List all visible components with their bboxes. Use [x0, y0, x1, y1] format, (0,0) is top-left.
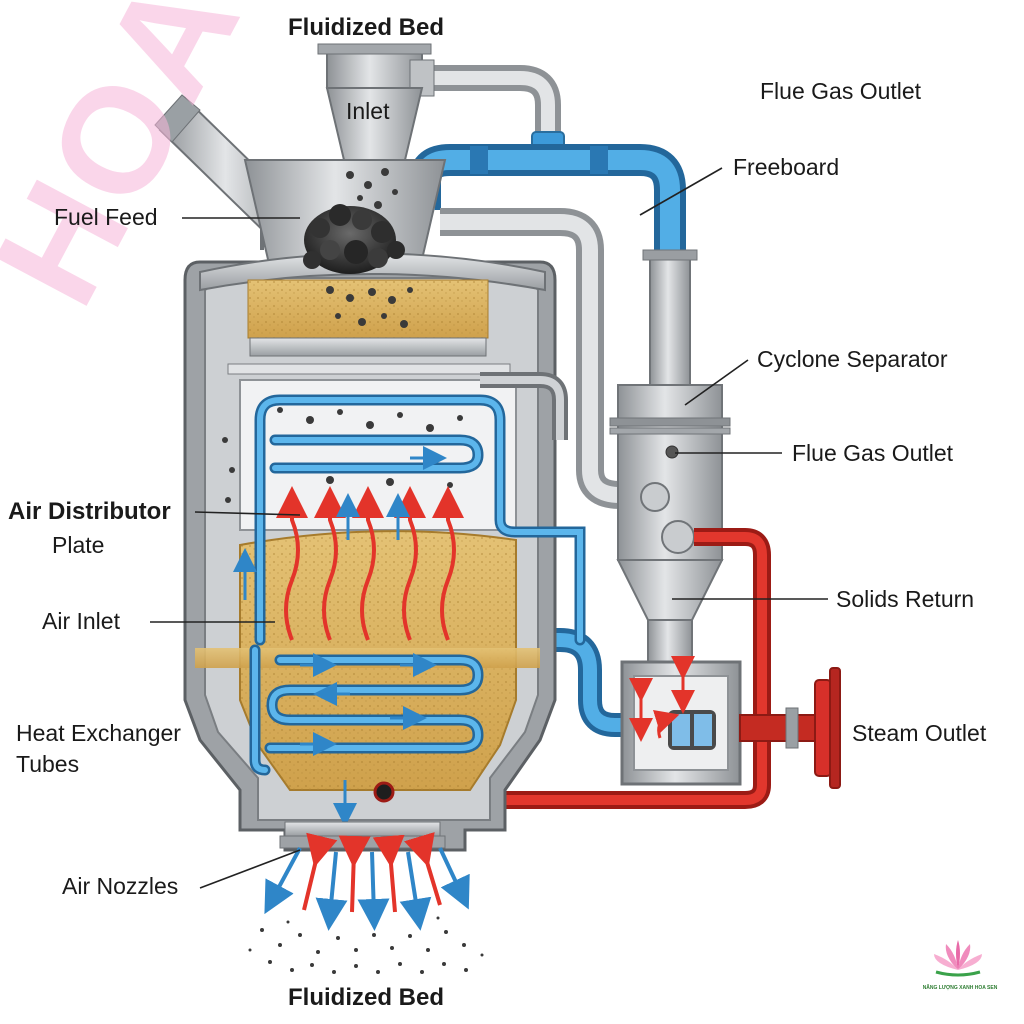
label-inlet: Inlet	[346, 98, 390, 124]
air-nozzle-plate	[279, 821, 446, 849]
label-fluidized-bed-top: Fluidized Bed	[288, 14, 444, 41]
heat-exchanger-tubes	[249, 394, 586, 776]
label-flue-gas-outlet-mid: Flue Gas Outlet	[792, 440, 954, 466]
label-fuel-feed: Fuel Feed	[54, 204, 158, 230]
cyclone-separator	[609, 249, 731, 666]
label-solids-return: Solids Return	[836, 586, 975, 612]
label-steam-outlet: Steam Outlet	[852, 720, 987, 746]
label-air-inlet: Air Inlet	[42, 608, 120, 634]
logo-text: NĂNG LƯỢNG XANH HOA SEN	[922, 985, 998, 991]
bottom-particles	[248, 916, 484, 974]
label-heat-exchanger-tubes-line2: Tubes	[16, 751, 80, 777]
top-return-pipe	[430, 65, 561, 140]
leader-lines	[150, 167, 828, 889]
label-fluidized-bed-bottom: Fluidized Bed	[288, 984, 444, 1011]
bed-particles	[222, 168, 463, 503]
label-air-distributor-plate-line2: Plate	[52, 532, 105, 558]
label-flue-gas-outlet-top: Flue Gas Outlet	[760, 78, 922, 104]
inlet-funnel	[317, 43, 435, 161]
label-air-nozzles: Air Nozzles	[62, 873, 179, 899]
hot-air-flow-arrows	[276, 486, 464, 641]
air-flow-arrows	[233, 446, 447, 827]
solids-return-box	[620, 656, 742, 786]
steam-outlet-pipe	[739, 667, 841, 789]
label-air-distributor-plate-line1: Air Distributor	[8, 498, 171, 525]
coal-pile	[303, 204, 405, 274]
label-heat-exchanger-tubes-line1: Heat Exchanger	[16, 720, 181, 746]
label-cyclone-separator: Cyclone Separator	[757, 346, 948, 372]
lotus-icon	[934, 940, 982, 977]
label-freeboard: Freeboard	[733, 154, 840, 180]
nozzle-air-jets	[264, 832, 470, 931]
